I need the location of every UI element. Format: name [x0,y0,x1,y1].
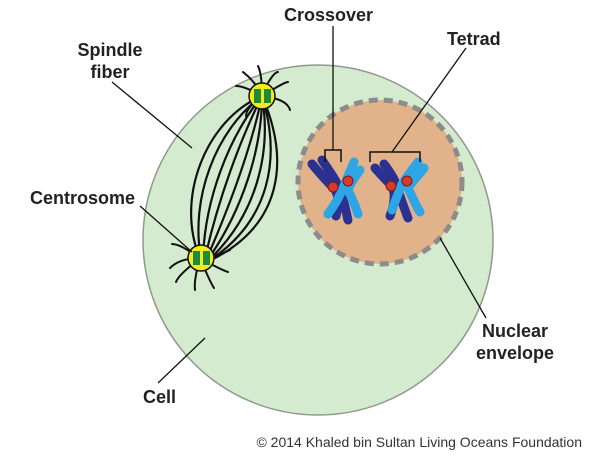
tetrad-left [307,155,365,225]
nuclear-envelope-label-line2: envelope [475,343,555,363]
centrosome-top [248,82,276,110]
cell-label: Cell [143,387,177,407]
centrosome-bottom [187,244,215,272]
nuclear-envelope-label: Nuclear envelope [470,320,560,364]
tetrad-right [370,157,429,223]
leader-lines [111,26,487,384]
nuclear-envelope-label-line1: Nuclear [481,321,549,341]
nuclear-envelope-leader [439,237,487,319]
crossover-label: Crossover [284,5,374,25]
spindle-fiber-label-line2: fiber [90,62,130,82]
nucleus [295,97,465,267]
tetrad-bracket [369,151,421,162]
spindle-fiber-leader [111,81,193,149]
cell-leader [157,337,206,384]
spindle-fiber-label-line1: Spindle [77,40,143,60]
spindle-fiber-label: Spindle fiber [72,39,148,83]
tetrad-leader [391,47,467,153]
centrosome-label: Centrosome [30,188,136,208]
centrosome-leader [139,205,193,253]
copyright-credit: © 2014 Khaled bin Sultan Living Oceans F… [256,434,582,450]
tetrad-label: Tetrad [447,29,501,49]
spindle-fibers [190,94,279,260]
